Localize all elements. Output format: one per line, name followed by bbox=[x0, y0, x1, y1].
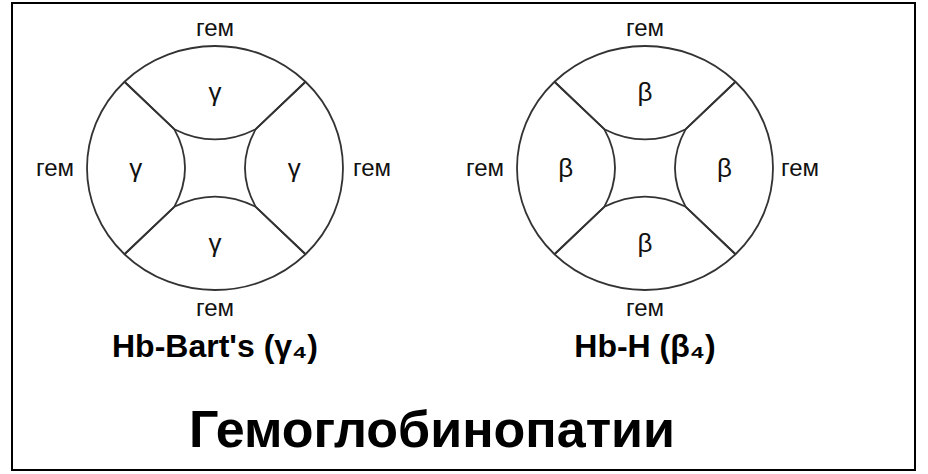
frame-border bbox=[12, 3, 915, 470]
heme-label: гем bbox=[624, 15, 666, 41]
subunit-boundary bbox=[245, 82, 306, 255]
globin-subunit: β bbox=[712, 152, 737, 185]
chain-letter: γ bbox=[204, 227, 227, 260]
globin-subunit: β bbox=[553, 152, 578, 185]
chain-letter: β bbox=[553, 152, 578, 185]
tetramer-circle bbox=[87, 46, 343, 290]
globin-subunit: β bbox=[633, 76, 658, 109]
subunit-boundary bbox=[124, 82, 185, 255]
globin-subunit: γ bbox=[283, 152, 306, 185]
chain-letter: γ bbox=[204, 76, 227, 109]
heme-label: гем bbox=[779, 155, 821, 181]
hemoglobin-tetramer: Hb-Bart's (γ₄) γ γ γ γ bbox=[77, 36, 353, 374]
chain-letter: β bbox=[712, 152, 737, 185]
tetramer-circle bbox=[517, 46, 773, 290]
hemoglobin-name: Hb-Bart's (γ₄) bbox=[112, 328, 318, 365]
globin-subunit: γ bbox=[124, 152, 147, 185]
globin-subunit: γ bbox=[204, 76, 227, 109]
heme-label: гем bbox=[194, 295, 236, 321]
heme-label: гем bbox=[464, 155, 506, 181]
chain-letter: γ bbox=[283, 152, 306, 185]
globin-subunit: γ bbox=[204, 227, 227, 260]
heme-label: гем bbox=[351, 155, 393, 181]
hemoglobin-tetramer: Hb-H (β₄) β β β β bbox=[507, 36, 783, 374]
chain-letter: γ bbox=[124, 152, 147, 185]
figure-title: Гемоглобинопатии bbox=[189, 401, 675, 458]
heme-label: гем bbox=[34, 155, 76, 181]
chain-letter: β bbox=[633, 227, 658, 260]
chain-letter: β bbox=[633, 76, 658, 109]
heme-label: гем bbox=[624, 295, 666, 321]
heme-label: гем bbox=[194, 15, 236, 41]
hemoglobin-name: Hb-H (β₄) bbox=[574, 328, 715, 365]
globin-subunit: β bbox=[633, 227, 658, 260]
